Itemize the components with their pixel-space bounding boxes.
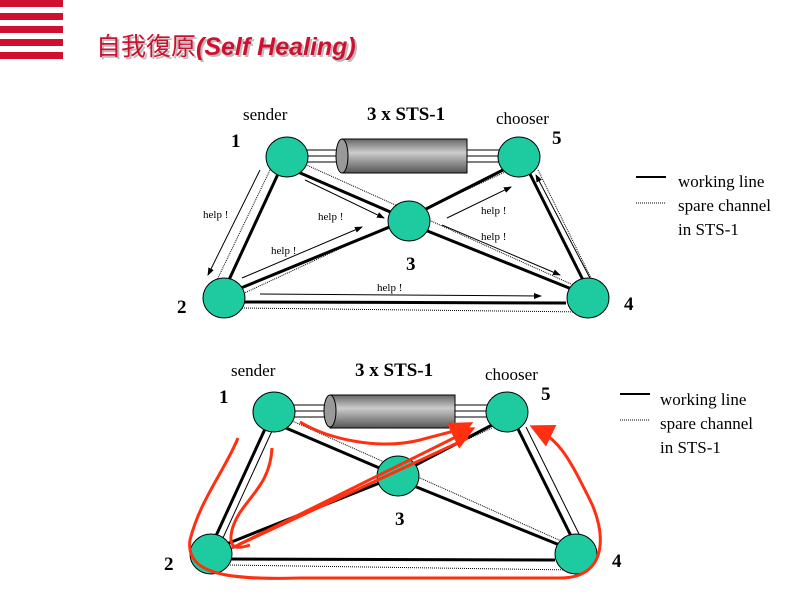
help-label: help ! xyxy=(377,282,402,294)
node-4 xyxy=(566,277,610,319)
node-2-label: 2 xyxy=(177,297,187,318)
chooser-label: chooser xyxy=(496,109,549,128)
trunk-label: 3 x STS-1 xyxy=(367,104,445,125)
node-3-label: 3 xyxy=(395,509,405,530)
legend-top: working line spare channel in STS-1 xyxy=(636,172,771,239)
node-3-label: 3 xyxy=(406,254,416,275)
node-4-label: 4 xyxy=(624,294,634,315)
node-2-label: 2 xyxy=(164,554,174,575)
restoration-paths xyxy=(188,420,602,580)
sender-label: sender xyxy=(243,105,288,124)
node-1 xyxy=(265,136,309,178)
legend-spare-channel-2: in STS-1 xyxy=(660,438,721,457)
help-label: help ! xyxy=(203,209,228,221)
sts1-trunk-cylinder xyxy=(335,138,468,174)
node-1-label: 1 xyxy=(231,131,241,152)
help-label: help ! xyxy=(271,245,296,257)
legend-spare-channel: spare channel xyxy=(678,196,771,215)
node-2 xyxy=(202,277,246,319)
node-5-label: 5 xyxy=(541,384,551,405)
node-2 xyxy=(189,533,233,575)
node-1 xyxy=(252,391,296,433)
node-3 xyxy=(387,200,431,242)
help-label: help ! xyxy=(481,231,506,243)
diagram-top: sender 3 x STS-1 chooser 1 2 3 4 5 help … xyxy=(177,104,771,319)
legend-spare-channel-2: in STS-1 xyxy=(678,220,739,239)
node-5-label: 5 xyxy=(552,128,562,149)
chooser-label: chooser xyxy=(485,365,538,384)
title-cjk: 自我復原 xyxy=(96,32,197,61)
title-en: (Self Healing) xyxy=(196,33,356,61)
help-label: help ! xyxy=(318,211,343,223)
sender-label: sender xyxy=(231,361,276,380)
slide-title: 自我復原(Self Healing) xyxy=(96,27,356,63)
trunk-label: 3 x STS-1 xyxy=(355,360,433,381)
node-4-label: 4 xyxy=(612,551,622,572)
node-5 xyxy=(497,136,541,178)
slide-logo-stripes xyxy=(0,0,63,65)
sts1-trunk-cylinder xyxy=(323,394,456,429)
legend-spare-channel: spare channel xyxy=(660,414,753,433)
legend-working-line: working line xyxy=(678,172,764,191)
diagram-bottom: sender 3 x STS-1 chooser 1 2 3 4 5 worki… xyxy=(164,360,753,580)
node-5 xyxy=(485,391,529,433)
legend-bottom: working line spare channel in STS-1 xyxy=(620,390,753,457)
node-1-label: 1 xyxy=(219,387,229,408)
legend-working-line: working line xyxy=(660,390,746,409)
help-label: help ! xyxy=(481,205,506,217)
